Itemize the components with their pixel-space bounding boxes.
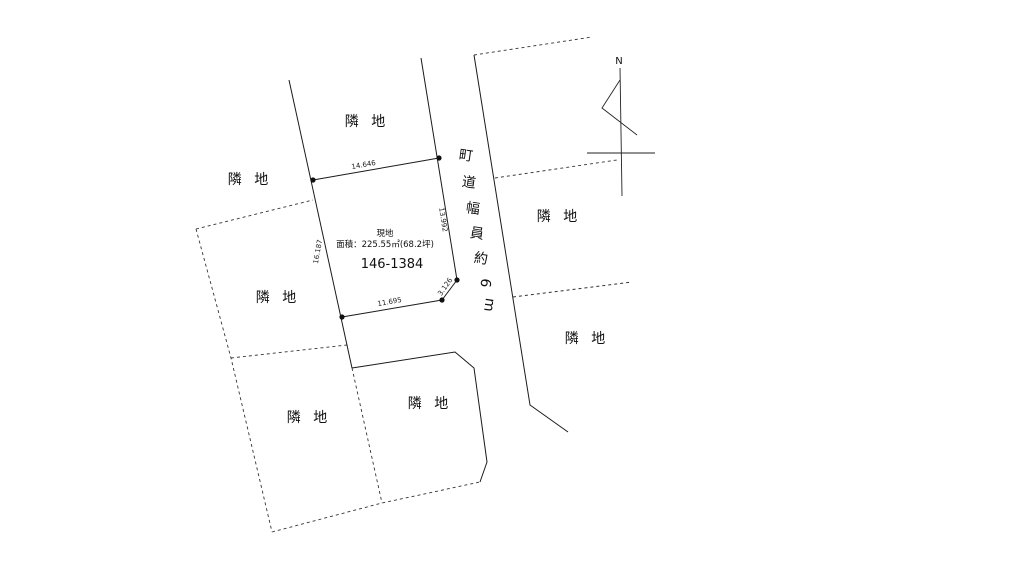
corner-point: [439, 297, 445, 303]
road-west-edge: [473, 54, 569, 433]
neighbor-south-bottom-line: [271, 481, 481, 533]
corner-point: [310, 177, 316, 183]
dimension-bottom: 11.695: [377, 296, 403, 308]
north-arrow-icon: N: [587, 56, 655, 197]
parcel-line-corner: [441, 279, 458, 301]
road-label-char: 幅: [465, 200, 481, 218]
dimension-left: 16.187: [312, 239, 324, 265]
neighbor-label: 隣 地: [228, 172, 272, 188]
road-label-char: 6: [476, 277, 493, 288]
lot-number: 146-1384: [361, 257, 424, 272]
neighbor-east-low-line: [512, 281, 633, 298]
neighbor-east-top-line: [473, 36, 593, 56]
center-boundary-line: [420, 57, 458, 281]
dimension-right: 13.992: [437, 207, 449, 232]
road-label-char: 約: [473, 250, 489, 268]
neighbor-boundaries: [195, 36, 633, 533]
road-label-char: 員: [469, 225, 485, 243]
left-boundary-line: [288, 79, 353, 369]
boundary-lines: [288, 54, 569, 483]
neighbor-west-left-line: [195, 228, 273, 533]
neighbor-west-top-line: [195, 199, 314, 230]
road-label-char: m: [480, 297, 498, 313]
parcel-line-top: [312, 157, 440, 181]
neighbor-label: 隣 地: [408, 396, 452, 412]
neighbor-label: 隣 地: [345, 114, 389, 130]
north-label: N: [615, 56, 622, 67]
corner-point: [454, 277, 460, 283]
corner-points: [310, 155, 460, 320]
neighbor-label: 隣 地: [287, 410, 331, 426]
site-title: 現地: [376, 228, 394, 239]
road-label-char: 町: [458, 147, 474, 165]
road-label-char: 道: [461, 174, 477, 192]
neighbor-west-mid-line: [230, 344, 348, 359]
corner-point: [436, 155, 442, 161]
neighbor-label: 隣 地: [537, 209, 581, 225]
neighbor-label: 隣 地: [565, 331, 609, 347]
neighbor-south-divider-line: [351, 367, 383, 504]
corner-point: [339, 314, 345, 320]
south-lot-boundary: [351, 351, 488, 483]
site-area: 面積：225.55㎡(68.2坪): [336, 239, 434, 250]
road-label: 町 道 幅 員 約 6 m: [458, 147, 498, 313]
parcel-line-bottom: [341, 299, 443, 318]
neighbor-east-mid-line: [494, 159, 618, 179]
neighbor-label: 隣 地: [256, 290, 300, 306]
